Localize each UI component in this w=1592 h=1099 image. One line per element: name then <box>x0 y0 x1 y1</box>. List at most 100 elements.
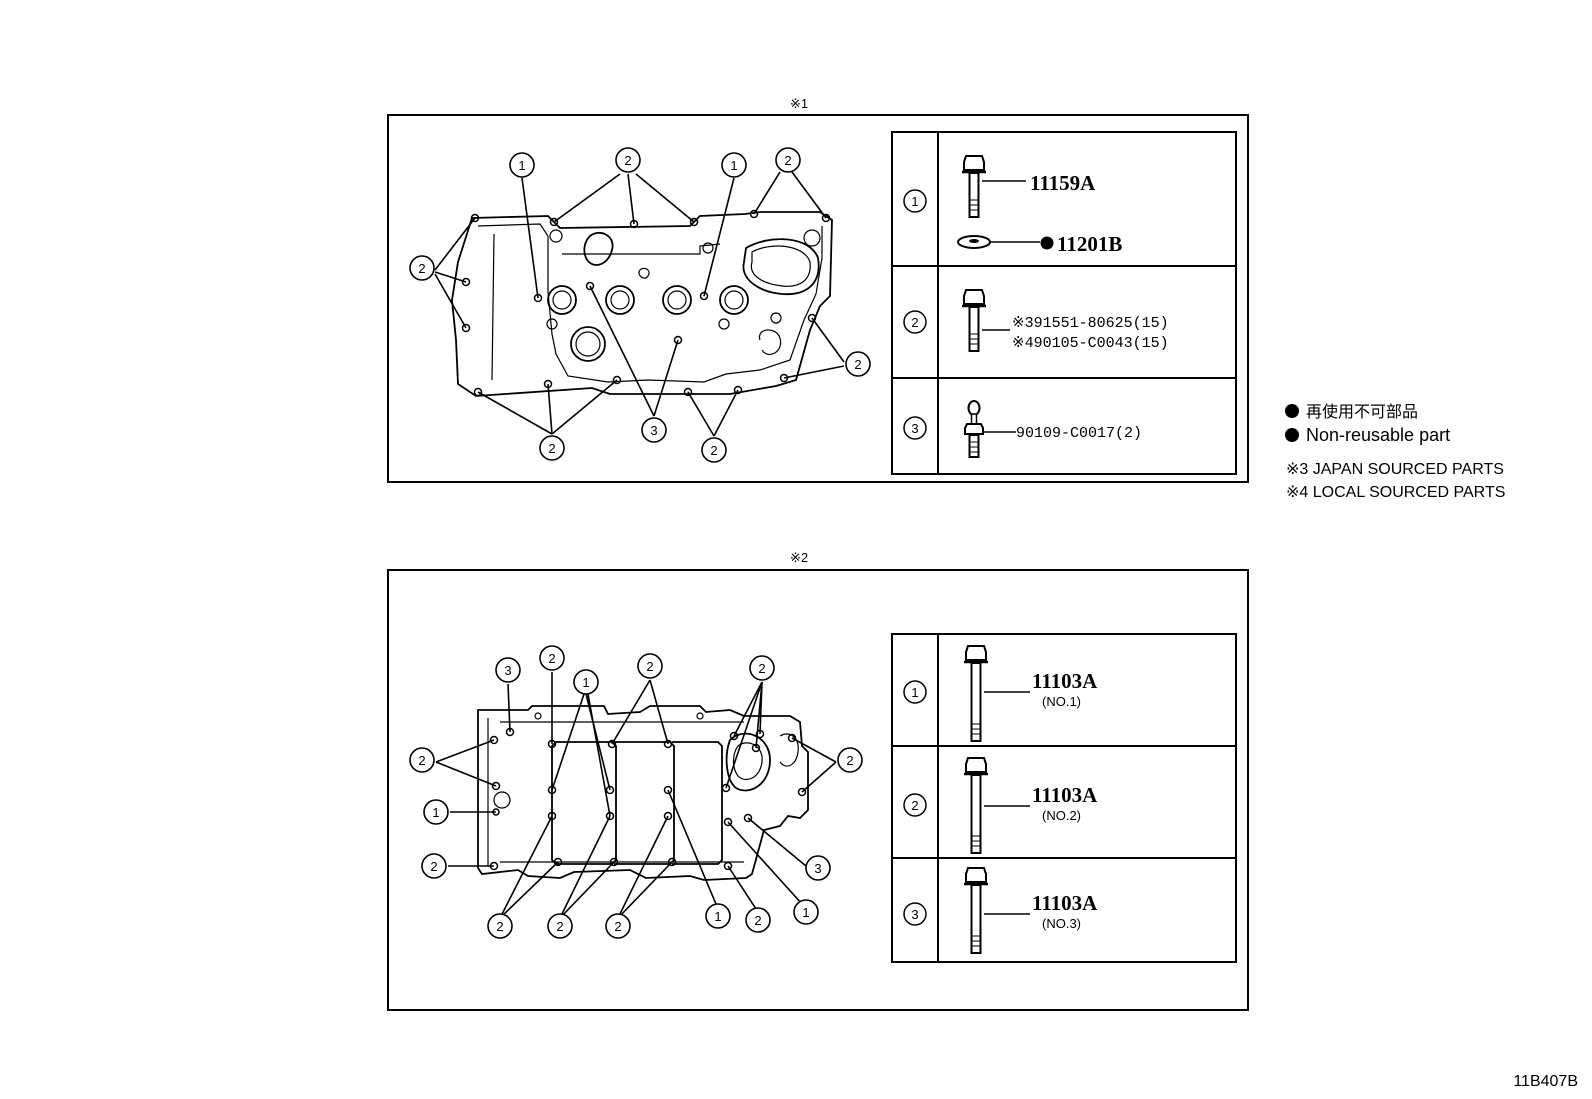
row-callout: 3 <box>911 907 918 922</box>
svg-text:2: 2 <box>418 753 425 768</box>
callout-2: 2 <box>409 255 435 281</box>
panel-2-frame <box>387 569 1249 1011</box>
svg-text:2: 2 <box>646 659 653 674</box>
table-row: 3 90109-C0017(2) <box>903 400 1142 458</box>
callout-2: 2 <box>539 645 565 671</box>
callout-1: 1 <box>573 669 599 695</box>
svg-text:2: 2 <box>710 443 717 458</box>
svg-text:2: 2 <box>496 919 503 934</box>
part-variant: (NO.2) <box>1042 808 1081 823</box>
part-variant: (NO.3) <box>1042 916 1081 931</box>
panel-1-leader-lines <box>434 171 845 437</box>
stud-bolt-icon <box>964 400 984 458</box>
row-callout: 3 <box>911 421 918 436</box>
panel-1-marker: ※1 <box>790 96 808 111</box>
callout-2: 2 <box>775 147 801 173</box>
callout-2: 2 <box>487 913 513 939</box>
svg-text:3: 3 <box>650 423 657 438</box>
svg-text:3: 3 <box>814 861 821 876</box>
svg-text:1: 1 <box>432 805 439 820</box>
svg-text:2: 2 <box>846 753 853 768</box>
callout-3: 3 <box>805 855 831 881</box>
part-number-local: ※490105-C0043(15) <box>1012 335 1169 352</box>
part-variant: (NO.1) <box>1042 694 1081 709</box>
non-reusable-bullet-icon <box>1040 236 1054 250</box>
callout-2: 2 <box>745 907 771 933</box>
table-row: 2 ※391551-80625(15) ※490105-C0043(15) <box>903 288 1169 353</box>
svg-text:2: 2 <box>758 661 765 676</box>
panel-2-leader-lines <box>435 672 837 919</box>
row-callout: 2 <box>911 315 918 330</box>
callout-2: 2 <box>547 913 573 939</box>
svg-text:2: 2 <box>854 357 861 372</box>
svg-text:1: 1 <box>714 909 721 924</box>
lower-crankcase-drawing <box>477 705 809 881</box>
non-reusable-bullet-icon <box>1285 428 1299 442</box>
part-number: 11103A <box>1032 783 1098 807</box>
panel-1-frame <box>387 114 1249 483</box>
part-number: 11103A <box>1032 891 1098 915</box>
row-callout: 2 <box>911 798 918 813</box>
table-row: 1 11103A (NO.1) <box>903 644 1098 743</box>
svg-text:1: 1 <box>802 905 809 920</box>
table-row: 3 11103A (NO.3) <box>903 866 1098 955</box>
callout-2: 2 <box>749 655 775 681</box>
callout-3: 3 <box>641 417 667 443</box>
table-row: 2 11103A (NO.2) <box>903 756 1098 855</box>
svg-text:2: 2 <box>754 913 761 928</box>
legend-note-japan: ※3 JAPAN SOURCED PARTS <box>1286 461 1504 478</box>
callout-2: 2 <box>409 747 435 773</box>
callout-2: 2 <box>845 351 871 377</box>
panel-2-parts-table: 1 11103A (NO.1) 2 11103A (NO.2) 3 11103A… <box>891 633 1237 963</box>
callout-1: 1 <box>509 152 535 178</box>
part-number-japan: ※391551-80625(15) <box>1012 315 1169 332</box>
callout-1: 1 <box>793 899 819 925</box>
svg-text:2: 2 <box>430 859 437 874</box>
legend-non-reusable-jp: 再使用不可部品 <box>1306 403 1418 421</box>
bolt-icon <box>960 288 988 353</box>
svg-text:3: 3 <box>504 663 511 678</box>
panel-1-parts-table: 1 11159A 11201B 2 ※391551-80625(15) ※490… <box>891 131 1237 475</box>
panel-2-callouts: 3 2 1 2 2 2 2 1 2 3 2 2 2 1 2 1 <box>409 645 863 939</box>
callout-2: 2 <box>615 147 641 173</box>
row-callout: 1 <box>911 685 918 700</box>
part-number: 11159A <box>1030 171 1096 195</box>
svg-text:2: 2 <box>556 919 563 934</box>
bolt-icon <box>960 154 988 219</box>
callout-2: 2 <box>539 435 565 461</box>
callout-2: 2 <box>637 653 663 679</box>
callout-2: 2 <box>701 437 727 463</box>
svg-text:2: 2 <box>614 919 621 934</box>
legend: 再使用不可部品 Non-reusable part ※3 JAPAN SOURC… <box>1285 403 1505 501</box>
part-number: 11103A <box>1032 669 1098 693</box>
legend-non-reusable-en: Non-reusable part <box>1306 425 1450 445</box>
svg-text:2: 2 <box>624 153 631 168</box>
callout-2: 2 <box>421 853 447 879</box>
svg-text:2: 2 <box>548 441 555 456</box>
non-reusable-bullet-icon <box>1285 404 1299 418</box>
upper-crankcase-drawing <box>451 209 833 397</box>
diagram-id: 11B407B <box>1513 1073 1578 1090</box>
table-row: 1 11159A 11201B <box>903 154 1122 256</box>
callout-3: 3 <box>495 657 521 683</box>
row-callout: 1 <box>911 194 918 209</box>
bolt-icon <box>962 644 990 743</box>
callout-1: 1 <box>705 903 731 929</box>
callout-2: 2 <box>605 913 631 939</box>
callout-1: 1 <box>423 799 449 825</box>
svg-text:1: 1 <box>582 675 589 690</box>
panel-2-marker: ※2 <box>790 550 808 565</box>
svg-text:2: 2 <box>548 651 555 666</box>
part-number: 90109-C0017(2) <box>1016 425 1142 442</box>
callout-1: 1 <box>721 152 747 178</box>
bolt-icon <box>962 866 990 955</box>
callout-2: 2 <box>837 747 863 773</box>
svg-text:2: 2 <box>784 153 791 168</box>
svg-text:2: 2 <box>418 261 425 276</box>
panel-1-callouts: 1 2 1 2 2 2 3 2 2 <box>409 147 871 463</box>
legend-note-local: ※4 LOCAL SOURCED PARTS <box>1286 484 1505 501</box>
washer-part-number: 11201B <box>1057 232 1122 256</box>
svg-text:1: 1 <box>518 158 525 173</box>
svg-text:1: 1 <box>730 158 737 173</box>
